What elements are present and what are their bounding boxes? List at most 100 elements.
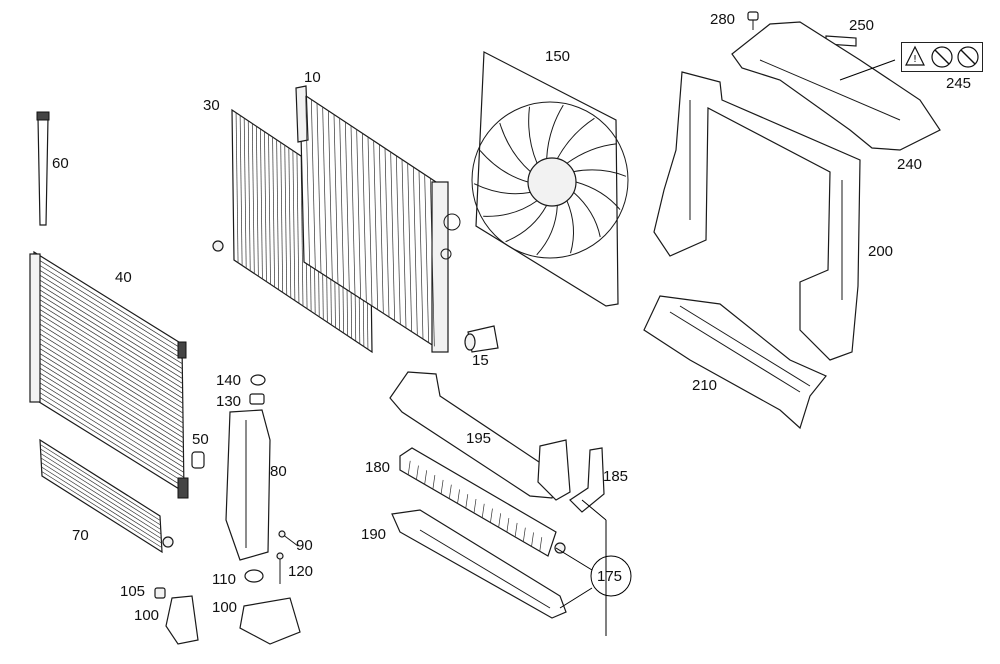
fin-line	[34, 325, 184, 419]
fan-blade	[566, 143, 617, 164]
callout-100-left: 100	[134, 607, 160, 624]
fin-line	[288, 147, 292, 298]
callout-245: 245	[946, 75, 972, 92]
callout-100-right: 100	[212, 599, 238, 616]
fin-line	[34, 335, 184, 429]
part-100-bracket-left	[165, 595, 199, 645]
callout-200: 200	[868, 243, 894, 260]
fin-line	[40, 457, 162, 535]
fin-line	[35, 394, 185, 488]
fin-line	[322, 106, 328, 277]
fin-line	[401, 159, 407, 329]
callout-150: 150	[545, 48, 571, 65]
part-175-group	[555, 499, 632, 636]
part-190-tray	[391, 509, 567, 619]
fin-line	[373, 140, 379, 310]
fin-line	[264, 131, 267, 282]
svg-text:!: !	[913, 54, 917, 65]
callout-40: 40	[115, 269, 132, 286]
callout-50: 50	[192, 431, 209, 448]
fin-line	[256, 126, 259, 277]
fin-line	[284, 145, 288, 296]
fin-line	[280, 142, 284, 293]
fin-line	[41, 462, 162, 539]
fin-line	[531, 532, 534, 547]
fin-line	[390, 151, 396, 321]
fin-line	[378, 144, 384, 314]
callout-180: 180	[365, 459, 391, 476]
fin-line	[432, 475, 436, 490]
callout-195: 195	[466, 430, 492, 447]
part-100-bracket-right	[239, 597, 301, 645]
callout-175: 175	[597, 568, 623, 585]
fin-line	[35, 384, 184, 478]
part-200-air-guide-frame	[653, 71, 861, 361]
fin-line	[276, 139, 279, 290]
fin-line	[34, 266, 183, 360]
part-120-bolt	[276, 552, 284, 584]
fan-blade	[566, 200, 575, 254]
fin-line	[424, 470, 428, 485]
fin-line	[490, 508, 493, 523]
fan-blade	[536, 205, 558, 256]
fin-line	[35, 389, 185, 483]
callout-80: 80	[270, 463, 287, 480]
part-80-expansion-tank	[225, 409, 271, 561]
fin-line	[539, 537, 543, 552]
fin-line	[34, 286, 183, 379]
callout-10: 10	[304, 69, 321, 86]
part-60-rod	[36, 111, 50, 226]
callout-210: 210	[692, 377, 718, 394]
part-10-radiator-frame	[295, 85, 461, 353]
fin-line	[272, 137, 275, 288]
fin-line	[41, 466, 162, 544]
fin-line	[514, 522, 518, 537]
fin-line	[34, 291, 183, 384]
callout-120: 120	[288, 563, 314, 580]
part-140-cap	[250, 374, 266, 386]
fin-line	[41, 471, 162, 548]
fin-line	[310, 99, 316, 270]
part-110-grommet	[244, 569, 264, 583]
fin-line	[34, 315, 184, 409]
fin-line	[416, 465, 419, 480]
fin-line	[333, 114, 339, 285]
fin-line	[498, 513, 502, 528]
part-40-condenser	[29, 250, 189, 499]
callout-250: 250	[849, 17, 875, 34]
callout-105: 105	[120, 583, 146, 600]
fin-line	[465, 494, 469, 509]
warning-triangle-icon: !	[905, 45, 925, 66]
fin-line	[34, 281, 183, 374]
fin-line	[424, 174, 430, 343]
fin-line	[418, 170, 424, 340]
part-180-aux-cooler	[399, 447, 566, 557]
part-90-bolt	[278, 530, 299, 547]
fin-line	[481, 503, 485, 518]
callout-185: 185	[603, 468, 629, 485]
fan-blade	[499, 122, 531, 172]
no-tools-icon	[957, 46, 979, 68]
fin-line	[407, 460, 411, 475]
callout-130: 130	[216, 393, 242, 410]
part-70-lower-cooler	[39, 438, 174, 554]
fin-line	[35, 340, 184, 434]
callout-15: 15	[472, 352, 489, 369]
fin-line	[296, 153, 300, 304]
fin-line	[34, 330, 184, 424]
callout-280: 280	[710, 11, 736, 28]
fin-line	[34, 271, 183, 365]
part-15-fitting	[464, 325, 499, 353]
fin-line	[339, 118, 345, 288]
callout-190: 190	[361, 526, 387, 543]
fin-line	[361, 133, 367, 303]
fin-line	[407, 163, 413, 332]
fin-line	[33, 256, 183, 350]
fan-blade	[483, 200, 538, 217]
fan-blade	[573, 169, 627, 177]
fin-line	[239, 115, 243, 266]
part-50-valve	[191, 451, 205, 469]
fin-line	[356, 129, 362, 299]
callout-110: 110	[212, 571, 236, 588]
